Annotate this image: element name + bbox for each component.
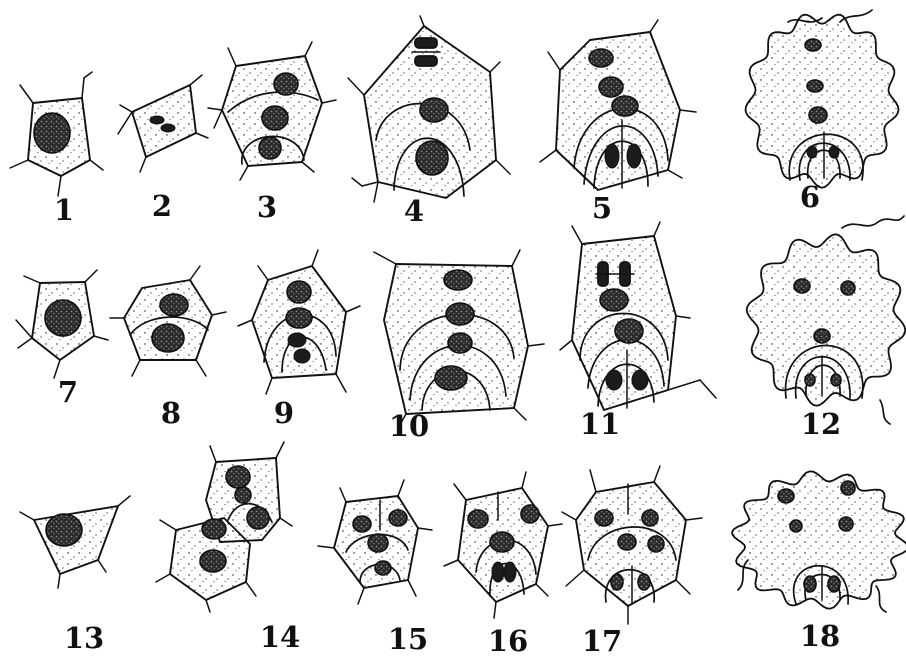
cell-figure-18: [732, 471, 906, 612]
cell-figure-13: [20, 496, 130, 588]
figure-label-9: 9: [274, 399, 294, 428]
cell-figure-10: [374, 250, 544, 428]
figure-label-2: 2: [152, 192, 172, 221]
figure-label-1: 1: [54, 196, 74, 225]
figure-label-10: 10: [389, 412, 429, 441]
cell-figure-11: [560, 222, 716, 410]
figure-label-12: 12: [801, 410, 841, 439]
figure-label-16: 16: [488, 627, 528, 656]
cell-figure-16: [444, 472, 562, 618]
cell-figure-8: [110, 266, 226, 376]
cell-figure-14: [156, 442, 292, 612]
figure-label-3: 3: [257, 193, 277, 222]
figure-label-5: 5: [592, 194, 612, 223]
cell-figure-4: [348, 16, 510, 202]
cell-figure-6: [746, 10, 899, 188]
figure-label-7: 7: [58, 378, 78, 407]
figure-label-6: 6: [800, 183, 820, 212]
cell-figure-15: [318, 480, 432, 604]
cell-figure-9: [238, 250, 360, 394]
cell-figure-17: [562, 466, 702, 624]
figure-label-17: 17: [582, 627, 622, 656]
cell-figure-1: [10, 72, 103, 196]
cell-figure-3: [208, 42, 336, 180]
figure-label-8: 8: [161, 399, 181, 428]
cell-figure-2: [118, 75, 208, 172]
figure-label-4: 4: [404, 197, 424, 226]
figure-label-11: 11: [580, 410, 620, 439]
figure-label-13: 13: [64, 624, 104, 653]
cell-figure-5: [540, 20, 696, 190]
cell-figure-12: [747, 216, 906, 424]
figure-label-14: 14: [260, 623, 300, 652]
cell-figure-7: [16, 270, 108, 378]
figure-label-18: 18: [800, 622, 840, 651]
figure-label-15: 15: [388, 625, 428, 654]
